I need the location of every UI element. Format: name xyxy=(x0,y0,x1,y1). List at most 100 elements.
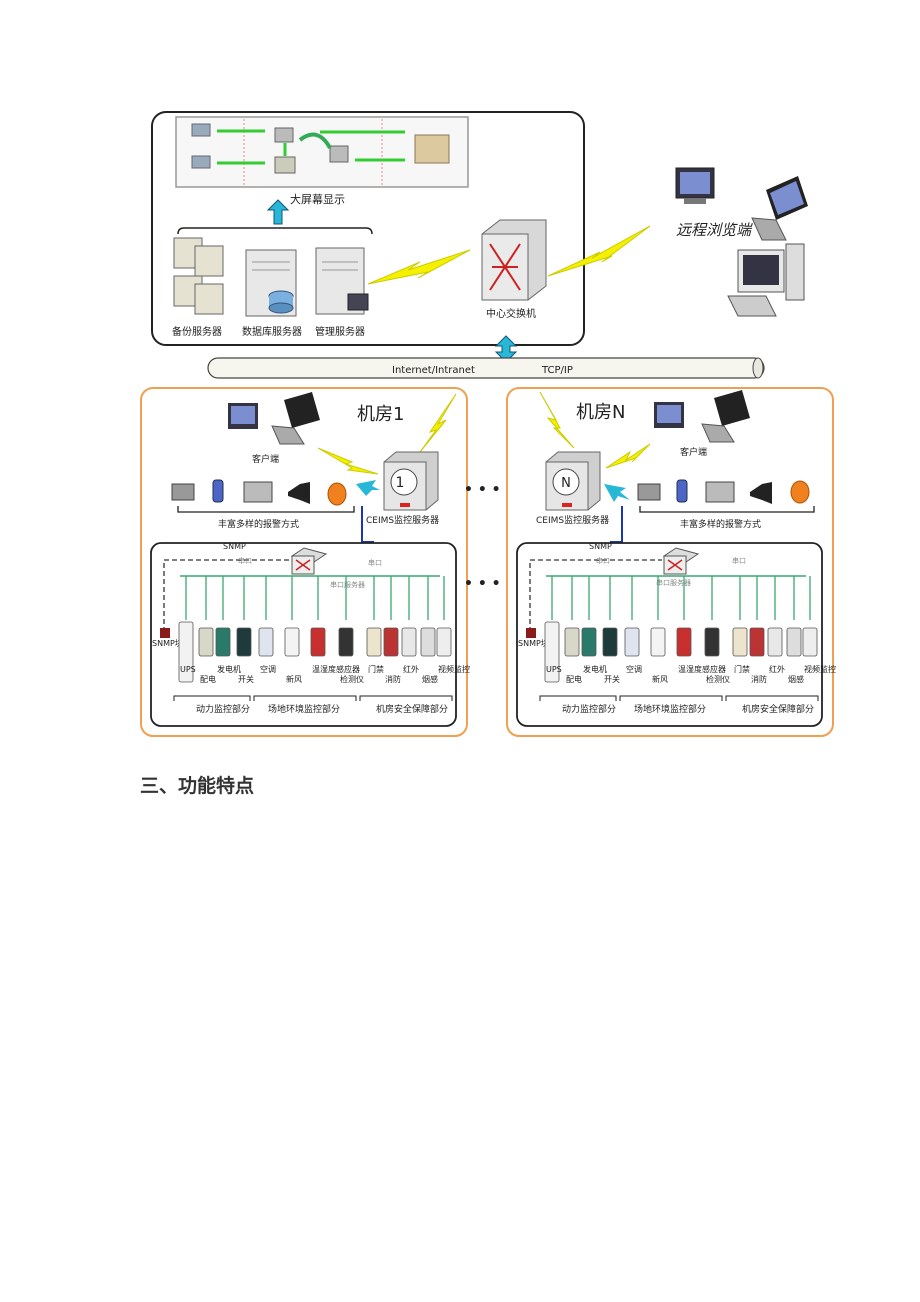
device-icon-4 xyxy=(236,627,252,657)
server-group-brace xyxy=(177,227,373,235)
device-label: 检测仪 xyxy=(706,674,730,684)
room-1-snmp-label: SNMP xyxy=(223,542,246,551)
room-n-snmp-line xyxy=(529,559,662,632)
management-server-icon xyxy=(315,247,369,315)
device-icon-1 xyxy=(178,621,194,683)
remote-clients: 远程浏览端 xyxy=(547,167,808,317)
room-1-server-link xyxy=(361,506,374,543)
room-1-lightning-client xyxy=(317,447,379,475)
device-icon-8 xyxy=(338,627,354,657)
display-up-arrow xyxy=(266,199,290,225)
remote-laptop-icon xyxy=(751,176,808,241)
room-n-server-label: CEIMS监控服务器 xyxy=(536,514,609,526)
device-label: 开关 xyxy=(238,674,254,684)
room-n-ceims-server-icon xyxy=(545,451,601,511)
remote-desktop-icon xyxy=(675,167,715,204)
device-icon-13 xyxy=(802,627,818,657)
device-icon-10 xyxy=(749,627,765,657)
room-1-client-laptop-icon xyxy=(271,392,320,445)
room-1-group-environment: 场地环境监控部分 xyxy=(268,703,340,715)
device-icon-2 xyxy=(564,627,580,657)
device-label: 新风 xyxy=(286,674,302,684)
device-label: 视频监控 xyxy=(804,664,836,674)
speaker-horn-icon xyxy=(288,482,310,504)
device-label: 温湿度感应器 xyxy=(312,664,360,674)
room-n-lightning-bus xyxy=(539,391,575,449)
room-1-serial-server-label: 串口服务器 xyxy=(330,580,365,589)
device-icon-11 xyxy=(767,627,783,657)
room-1-alarm-icons xyxy=(171,479,347,506)
device-label: 视频监控 xyxy=(438,664,470,674)
remote-browse-label: 远程浏览端 xyxy=(676,221,753,239)
device-icon-12 xyxy=(420,627,436,657)
backup-server-icon xyxy=(173,237,224,315)
speaker-horn-icon xyxy=(750,482,772,504)
database-server-label: 数据库服务器 xyxy=(242,325,302,338)
room-n-server-mark: N xyxy=(561,476,571,491)
room-n-alarm-icons xyxy=(637,479,810,504)
device-icon-4 xyxy=(602,627,618,657)
center-monitoring-section: 大屏幕显示 备份服务器 数据库服务器 管理服务器 xyxy=(151,111,585,346)
device-label: 消防 xyxy=(385,674,401,684)
printer-icon xyxy=(171,483,195,501)
room-n-serial-label-b: 串口 xyxy=(732,557,746,565)
device-icon-3 xyxy=(215,627,231,657)
room-n-title: 机房N xyxy=(576,402,625,423)
room-n-drop-lines xyxy=(551,576,811,620)
room-n-equipment-box xyxy=(516,542,823,727)
device-label: 烟感 xyxy=(788,674,804,684)
room-1-snmp-module-icon xyxy=(160,628,170,638)
network-bus: Internet/Intranet TCP/IP xyxy=(207,357,765,379)
room-n: 机房N 客户端 N CEIMS监控服务器 丰富多样的报警方式 xyxy=(506,387,836,737)
device-label: 温湿度感应器 xyxy=(678,664,726,674)
room-n-server-link xyxy=(610,506,623,543)
room-1-snmp-line xyxy=(163,559,296,632)
device-label: 门禁 xyxy=(734,664,750,674)
device-label: 空调 xyxy=(626,664,642,674)
room-n-client-label: 客户端 xyxy=(680,446,707,458)
room-1-client-pc-icon xyxy=(228,403,258,429)
device-label: UPS xyxy=(546,665,562,674)
room-n-serial-label-a: 串口 xyxy=(596,557,610,565)
device-icon-11 xyxy=(401,627,417,657)
backup-server-label: 备份服务器 xyxy=(172,325,222,338)
bus-right-text: TCP/IP xyxy=(541,365,573,376)
rooms-ellipsis-top: • • • xyxy=(464,482,501,498)
lightning-to-servers xyxy=(367,249,471,285)
room-n-group-security: 机房安全保障部分 xyxy=(742,703,814,715)
room-1-serial-server-icon xyxy=(290,547,328,575)
remote-browse-text: 远程浏览端 xyxy=(676,221,753,239)
room-n-lightning-client xyxy=(605,443,651,469)
telephone-icon xyxy=(705,481,735,503)
room-n-serial-server-label: 串口服务器 xyxy=(656,578,691,587)
mobile-phone-icon xyxy=(676,479,688,503)
room-n-snmp-module-label: SNMP块 xyxy=(518,638,549,648)
room-1-alarm-brace xyxy=(177,506,355,513)
room-1-group-security: 机房安全保障部分 xyxy=(376,703,448,715)
database-server-icon xyxy=(245,249,297,317)
rooms-ellipsis-bottom: • • • xyxy=(464,576,501,592)
room-n-snmp-module-icon xyxy=(526,628,536,638)
room-1-snmp-module-label: SNMP块 xyxy=(152,638,183,648)
room-1-server-mark: 1 xyxy=(396,475,405,491)
device-icon-5 xyxy=(258,627,274,657)
room-n-alarm-brace xyxy=(639,506,815,513)
device-label: 配电 xyxy=(200,674,216,684)
device-label: UPS xyxy=(180,665,196,674)
device-icon-8 xyxy=(704,627,720,657)
device-label: 开关 xyxy=(604,674,620,684)
device-icon-9 xyxy=(732,627,748,657)
room-n-group-power: 动力监控部分 xyxy=(562,703,616,715)
room-n-alarm-label: 丰富多样的报警方式 xyxy=(680,518,761,530)
device-icon-9 xyxy=(366,627,382,657)
room-1-server-label: CEIMS监控服务器 xyxy=(366,514,439,526)
printer-icon xyxy=(637,483,661,501)
room-n-client-pc-icon xyxy=(654,402,684,428)
room-1-equipment-box xyxy=(150,542,457,727)
bus-left-text: Internet/Intranet xyxy=(392,365,475,376)
device-label: 消防 xyxy=(751,674,767,684)
room-1-serial-label-b: 串口 xyxy=(368,559,382,567)
device-icon-7 xyxy=(310,627,326,657)
large-screen-display-image xyxy=(175,116,469,188)
